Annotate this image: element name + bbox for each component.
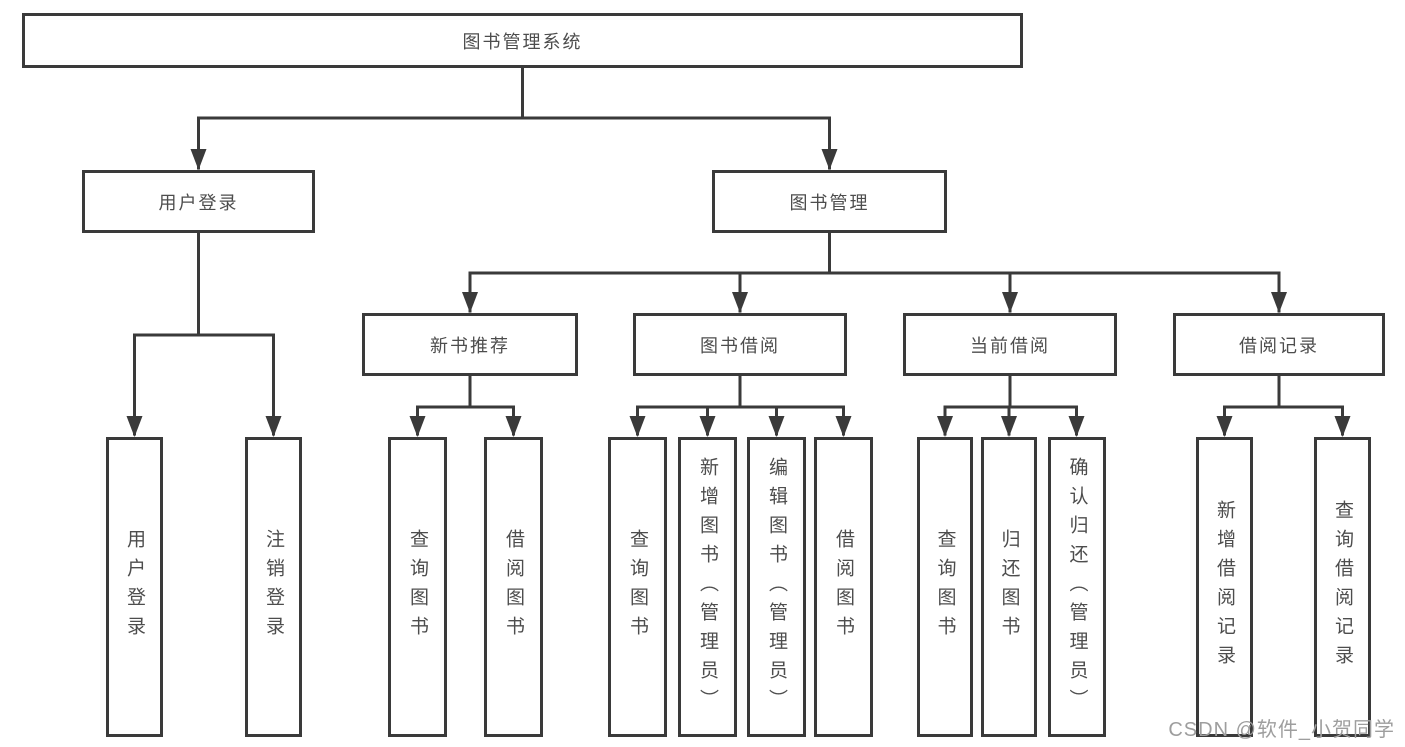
leaf-add-borrow-record: 新增借阅记录 xyxy=(1196,437,1253,737)
node-root-label: 图书管理系统 xyxy=(462,31,583,52)
arrow-down-icon xyxy=(190,149,207,170)
node-user-login-label: 用户登录 xyxy=(158,192,239,213)
leaf-query-borrow-record: 查询借阅记录 xyxy=(1314,437,1371,737)
arrow-down-icon xyxy=(1271,292,1287,313)
leaf-edit-books-admin-label: 编辑图书（管理员） xyxy=(766,456,787,718)
leaf-query-borrow-record-label: 查询借阅记录 xyxy=(1332,500,1353,674)
leaf-borrow-books-recommend-label: 借阅图书 xyxy=(503,529,524,645)
leaf-query-books-borrowing: 查询图书 xyxy=(608,437,667,737)
node-user-login: 用户登录 xyxy=(82,170,315,233)
arrow-down-icon xyxy=(505,416,522,437)
leaf-query-books-borrowing-label: 查询图书 xyxy=(627,529,648,645)
node-book-management: 图书管理 xyxy=(712,170,947,233)
leaf-edit-books-admin: 编辑图书（管理员） xyxy=(747,437,806,737)
leaf-borrow-books-label: 借阅图书 xyxy=(833,529,854,645)
node-new-book-recommend: 新书推荐 xyxy=(362,313,578,376)
arrow-down-icon xyxy=(732,292,748,313)
leaf-confirm-return-admin-label: 确认归还（管理员） xyxy=(1066,456,1088,718)
arrow-down-icon xyxy=(1216,416,1233,437)
leaf-user-login-label: 用户登录 xyxy=(124,529,145,645)
tree-branch-lines xyxy=(133,66,1344,436)
leaf-add-books-admin: 新增图书（管理员） xyxy=(678,437,737,737)
node-book-borrowing-label: 图书借阅 xyxy=(700,335,780,356)
node-current-borrowing-label: 当前借阅 xyxy=(970,335,1050,356)
node-borrowing-records-label: 借阅记录 xyxy=(1239,335,1319,356)
arrow-down-icon xyxy=(1334,416,1351,437)
arrow-down-icon xyxy=(821,149,838,170)
node-current-borrowing: 当前借阅 xyxy=(903,313,1117,376)
leaf-user-login: 用户登录 xyxy=(106,437,163,737)
arrow-down-icon xyxy=(629,416,646,437)
csdn-watermark: CSDN @软件_小贺同学 xyxy=(1168,719,1395,741)
leaf-borrow-books: 借阅图书 xyxy=(814,437,873,737)
arrow-down-icon xyxy=(462,292,478,313)
arrow-down-icon xyxy=(126,416,143,437)
arrow-down-icon xyxy=(409,416,426,437)
leaf-query-books-recommend: 查询图书 xyxy=(388,437,447,737)
node-book-borrowing: 图书借阅 xyxy=(633,313,847,376)
arrow-down-icon xyxy=(937,416,953,437)
leaf-logout: 注销登录 xyxy=(245,437,302,737)
node-root: 图书管理系统 xyxy=(22,13,1023,68)
leaf-return-books: 归还图书 xyxy=(981,437,1037,737)
arrow-down-icon xyxy=(699,416,716,437)
node-borrowing-records: 借阅记录 xyxy=(1173,313,1385,376)
leaf-query-books-current: 查询图书 xyxy=(917,437,973,737)
node-new-book-recommend-label: 新书推荐 xyxy=(430,335,510,356)
leaf-query-books-current-label: 查询图书 xyxy=(934,529,956,645)
node-book-management-label: 图书管理 xyxy=(789,192,870,213)
arrow-down-icon xyxy=(835,416,852,437)
leaf-add-books-admin-label: 新增图书（管理员） xyxy=(697,456,718,718)
leaf-return-books-label: 归还图书 xyxy=(998,529,1020,645)
leaf-query-books-recommend-label: 查询图书 xyxy=(407,529,428,645)
arrow-down-icon xyxy=(1001,416,1017,437)
leaf-add-borrow-record-label: 新增借阅记录 xyxy=(1214,500,1235,674)
leaf-borrow-books-recommend: 借阅图书 xyxy=(484,437,543,737)
arrow-down-icon xyxy=(1002,292,1018,313)
leaf-confirm-return-admin: 确认归还（管理员） xyxy=(1048,437,1106,737)
arrow-down-icon xyxy=(768,416,785,437)
arrow-down-icon xyxy=(1068,416,1085,437)
leaf-logout-label: 注销登录 xyxy=(263,529,284,645)
arrow-down-icon xyxy=(265,416,282,437)
